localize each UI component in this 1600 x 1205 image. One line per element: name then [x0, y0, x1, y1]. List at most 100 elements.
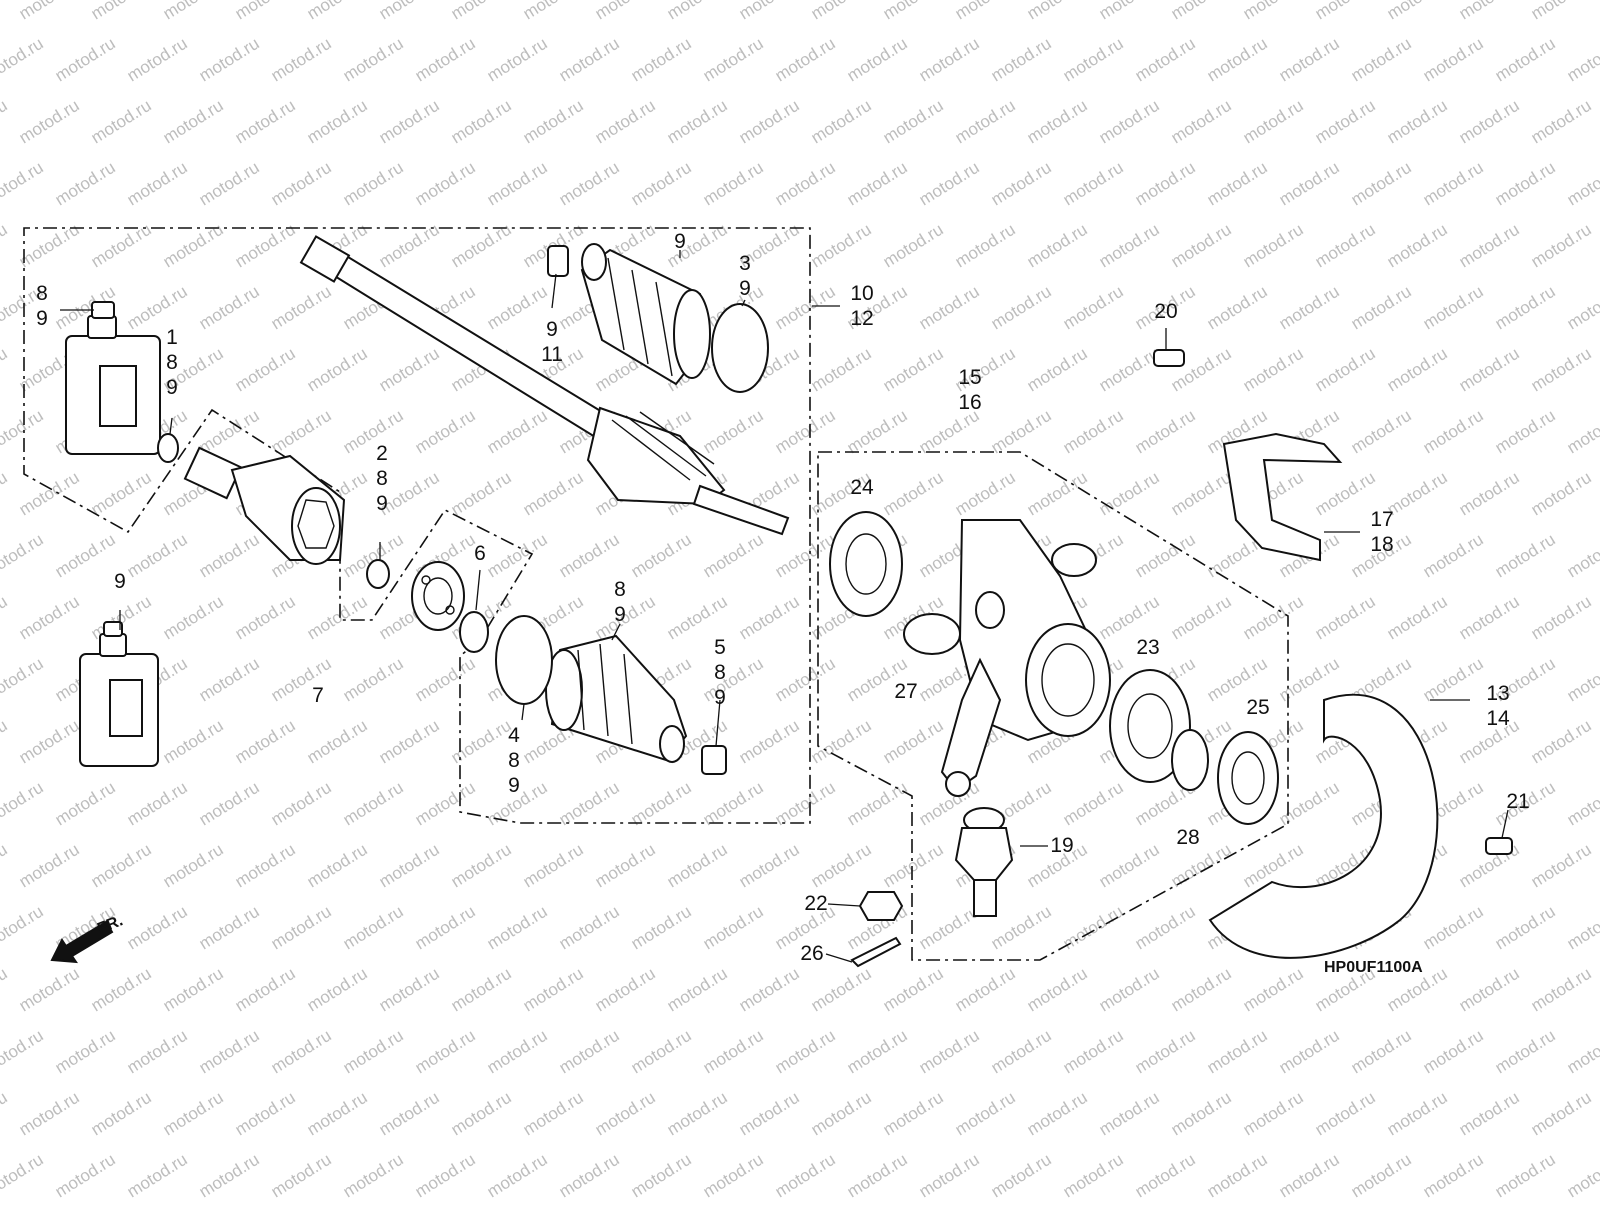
watermark-text: motod.ru — [1060, 406, 1127, 458]
watermark-text: motod.ru — [1312, 344, 1379, 396]
watermark-text: motod.ru — [484, 902, 551, 954]
watermark-text: motod.ru — [1132, 406, 1199, 458]
callout-number: 2 — [376, 442, 388, 465]
watermark-text: motod.ru — [16, 964, 83, 1016]
circlip-27 — [904, 614, 960, 654]
watermark-text: motod.ru — [232, 592, 299, 644]
watermark-text: motod.ru — [448, 964, 515, 1016]
watermark-text: motod.ru — [880, 964, 947, 1016]
watermark-text: motod.ru — [196, 778, 263, 830]
watermark-text: motod.ru — [1528, 964, 1595, 1016]
callout-number: 9 — [36, 307, 48, 330]
watermark-text: motod.ru — [808, 344, 875, 396]
watermark-text: motod.ru — [160, 1088, 227, 1140]
watermark-text: motod.ru — [1456, 220, 1523, 272]
watermark-text: motod.ru — [268, 654, 335, 706]
watermark-text: motod.ru — [916, 1150, 983, 1200]
callout-number: 15 — [958, 366, 981, 389]
watermark-text: motod.ru — [0, 158, 47, 210]
watermark-text: motod.ru — [808, 220, 875, 272]
callout-number: 25 — [1246, 696, 1269, 719]
watermark-text: motod.ru — [556, 34, 623, 86]
watermark-text: motod.ru — [0, 220, 11, 272]
watermark-text: motod.ru — [1024, 964, 1091, 1016]
watermark-text: motod.ru — [160, 0, 227, 23]
watermark-text: motod.ru — [1420, 158, 1487, 210]
watermark-text: motod.ru — [1204, 34, 1271, 86]
watermark-text: motod.ru — [1096, 964, 1163, 1016]
watermark-text: motod.ru — [1312, 220, 1379, 272]
watermark-text: motod.ru — [772, 530, 839, 582]
watermark-text: motod.ru — [772, 654, 839, 706]
callout-number: 9 — [714, 686, 726, 709]
watermark-text: motod.ru — [1348, 1150, 1415, 1200]
watermark-text: motod.ru — [88, 1088, 155, 1140]
watermark-text: motod.ru — [1240, 96, 1307, 148]
watermark-text: motod.ru — [1168, 220, 1235, 272]
watermark-text: motod.ru — [1312, 96, 1379, 148]
watermark-text: motod.ru — [448, 840, 515, 892]
watermark-text: motod.ru — [556, 1150, 623, 1200]
callout-number: 10 — [850, 282, 873, 305]
watermark-text: motod.ru — [0, 344, 11, 396]
watermark-text: motod.ru — [988, 34, 1055, 86]
callout-number: 26 — [800, 942, 823, 965]
watermark-text: motod.ru — [52, 1026, 119, 1078]
boot-band-clip-9 — [548, 246, 568, 276]
inner-cv-joint — [185, 448, 344, 564]
watermark-text: motod.ru — [1384, 0, 1451, 23]
watermark-text: motod.ru — [448, 468, 515, 520]
watermark-text: motod.ru — [952, 468, 1019, 520]
watermark-text: motod.ru — [1456, 592, 1523, 644]
watermark-text: motod.ru — [772, 1150, 839, 1200]
bolt-21 — [1486, 838, 1512, 854]
watermark-text: motod.ru — [52, 34, 119, 86]
watermark-text: motod.ru — [556, 158, 623, 210]
watermark-text: motod.ru — [592, 0, 659, 23]
watermark-text: motod.ru — [772, 282, 839, 334]
watermark-text: motod.ru — [1312, 0, 1379, 23]
watermark-text: motod.ru — [988, 1150, 1055, 1200]
watermark-text: motod.ru — [628, 530, 695, 582]
watermark-text: motod.ru — [628, 1150, 695, 1200]
watermark-text: motod.ru — [484, 1026, 551, 1078]
watermark-text: motod.ru — [1528, 592, 1595, 644]
castle-nut — [860, 892, 902, 920]
watermark-text: motod.ru — [1276, 1026, 1343, 1078]
watermark-text: motod.ru — [0, 1088, 11, 1140]
watermark-text: motod.ru — [412, 34, 479, 86]
callout-number: 19 — [1050, 834, 1073, 857]
watermark-text: motod.ru — [1492, 1150, 1559, 1200]
watermark-text: motod.ru — [1564, 34, 1600, 86]
watermark-text: motod.ru — [808, 0, 875, 23]
watermark-text: motod.ru — [1492, 282, 1559, 334]
watermark-text: motod.ru — [700, 406, 767, 458]
watermark-text: motod.ru — [268, 1150, 335, 1200]
watermark-text: motod.ru — [88, 468, 155, 520]
watermark-text: motod.ru — [736, 0, 803, 23]
callout-number: 8 — [508, 749, 520, 772]
watermark-text: motod.ru — [1528, 96, 1595, 148]
watermark-text: motod.ru — [1240, 344, 1307, 396]
watermark-text: motod.ru — [16, 840, 83, 892]
watermark-text: motod.ru — [664, 1088, 731, 1140]
watermark-text: motod.ru — [124, 34, 191, 86]
watermark-text: motod.ru — [304, 0, 371, 23]
watermark-text: motod.ru — [268, 158, 335, 210]
callout-number: 9 — [166, 376, 178, 399]
watermark-text: motod.ru — [1456, 468, 1523, 520]
watermark-text: motod.ru — [412, 158, 479, 210]
circlip-2 — [367, 560, 389, 588]
watermark-text: motod.ru — [124, 530, 191, 582]
watermark-text: motod.ru — [556, 778, 623, 830]
watermark-text: motod.ru — [700, 902, 767, 954]
callout-number: 9 — [674, 230, 686, 253]
callout-number: 21 — [1506, 790, 1529, 813]
grease-bottle-lower — [80, 622, 158, 766]
watermark-text: motod.ru — [1492, 902, 1559, 954]
watermark-text: motod.ru — [0, 1026, 47, 1078]
watermark-text: motod.ru — [484, 530, 551, 582]
watermark-text: motod.ru — [1420, 654, 1487, 706]
